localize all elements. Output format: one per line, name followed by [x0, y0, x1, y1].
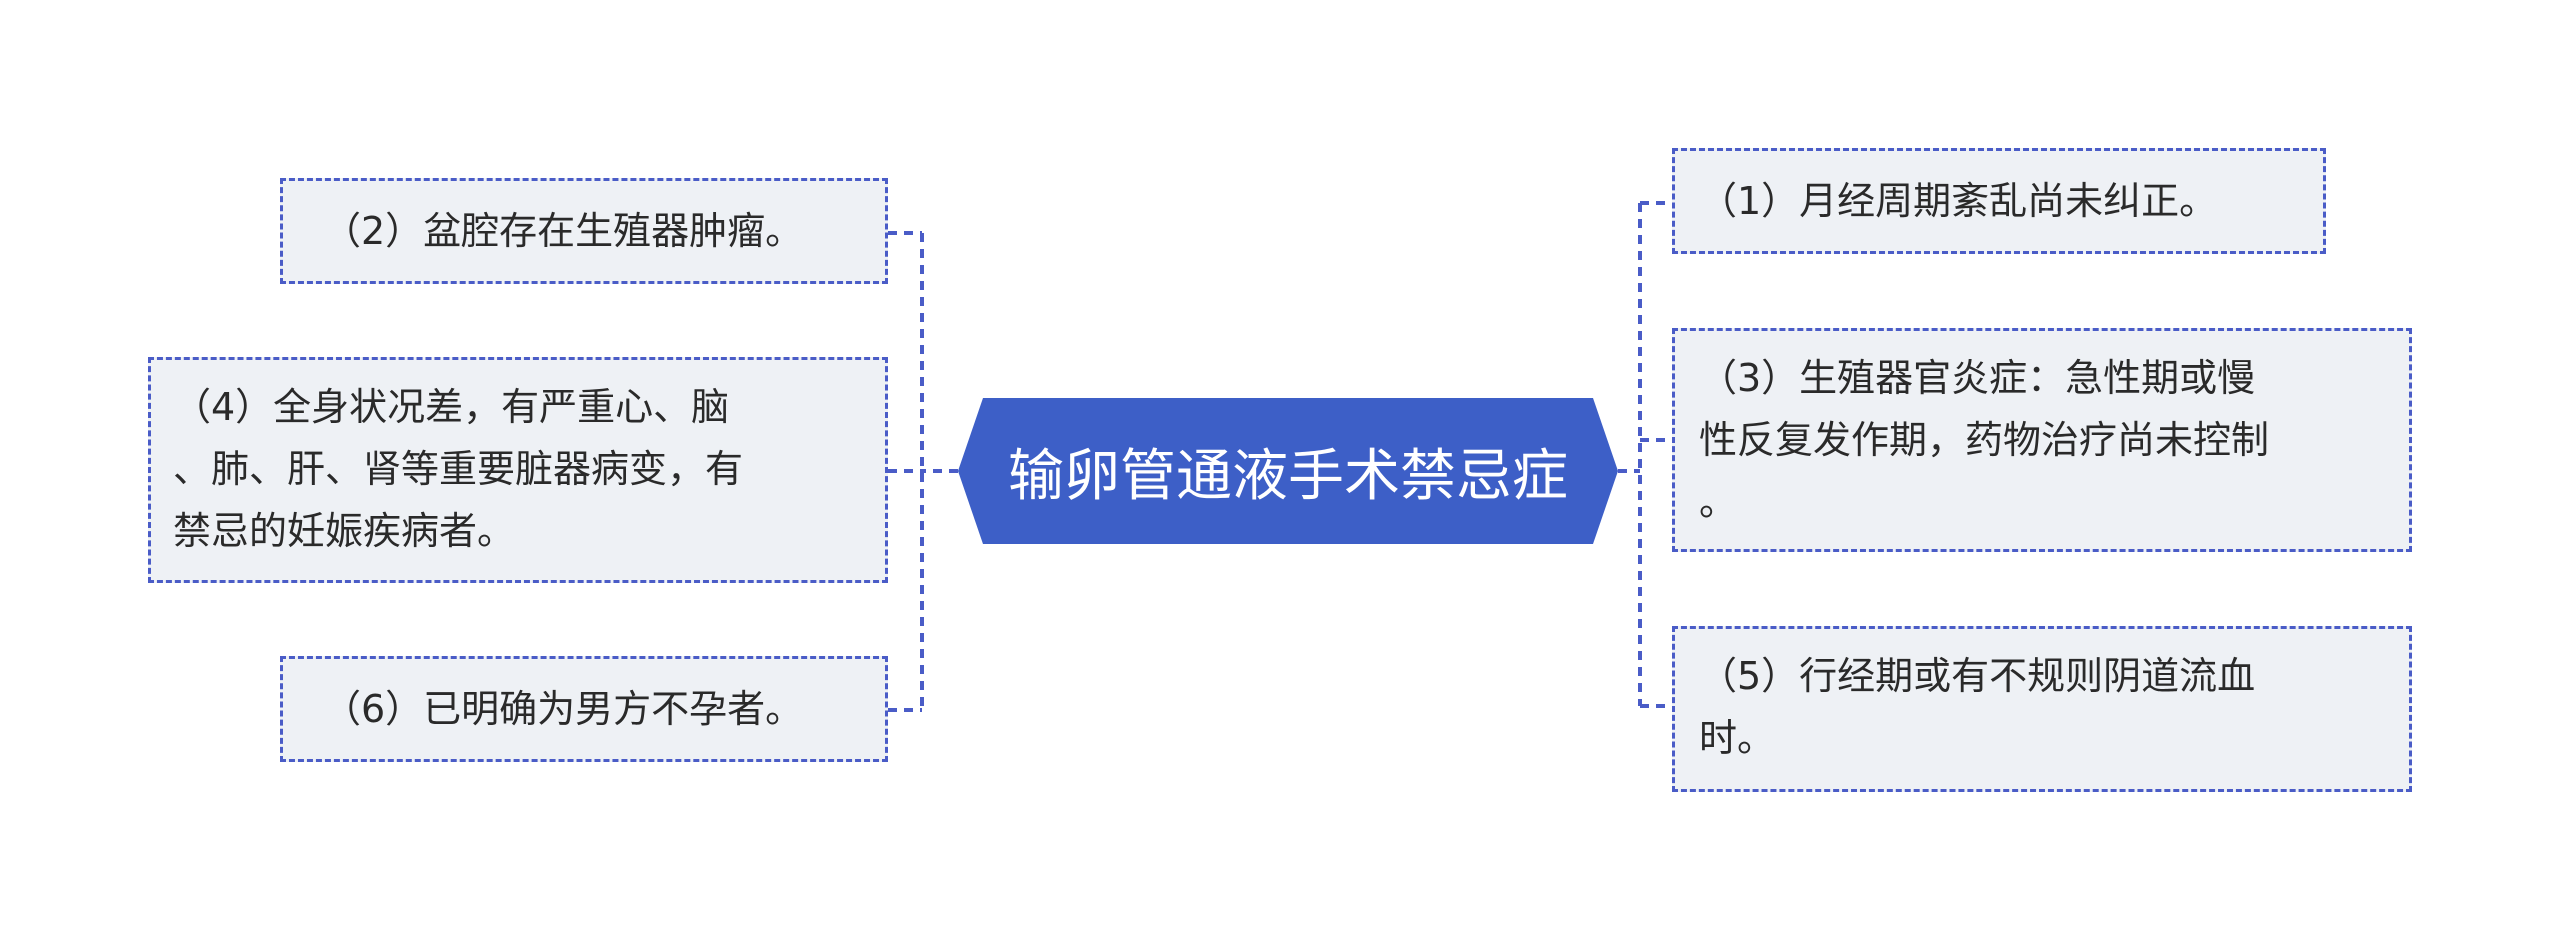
- connector-right-trunk: [1618, 201, 1672, 708]
- topic-node-4[interactable]: （4）全身状况差，有严重心、脑 、肺、肝、肾等重要脏器病变，有 禁忌的妊娠疾病者…: [148, 357, 888, 583]
- topic-node-2-line-1: （2）盆腔存在生殖器肿瘤。: [323, 209, 804, 253]
- topic-node-3-line-1: （3）生殖器官炎症：急性期或慢: [1699, 356, 2256, 400]
- central-topic-label: 输卵管通液手术禁忌症: [1008, 443, 1568, 509]
- topic-node-4-line-1: （4）全身状况差，有严重心、脑: [173, 385, 730, 429]
- topic-node-1[interactable]: （1）月经周期紊乱尚未纠正。: [1672, 148, 2326, 254]
- central-topic[interactable]: 输卵管通液手术禁忌症: [958, 398, 1618, 544]
- topic-node-2[interactable]: （2）盆腔存在生殖器肿瘤。: [280, 178, 888, 284]
- topic-node-5[interactable]: （5）行经期或有不规则阴道流血 时。: [1672, 626, 2412, 792]
- topic-node-5-line-1: （5）行经期或有不规则阴道流血: [1699, 654, 2256, 698]
- topic-node-4-line-3: 禁忌的妊娠疾病者。: [173, 509, 516, 553]
- topic-node-1-line-1: （1）月经周期紊乱尚未纠正。: [1699, 179, 2218, 223]
- topic-node-6-line-1: （6）已明确为男方不孕者。: [323, 687, 804, 731]
- topic-node-4-line-2: 、肺、肝、肾等重要脏器病变，有: [173, 447, 744, 491]
- topic-node-5-line-2: 时。: [1699, 716, 1776, 760]
- topic-node-3-line-3: 。: [1699, 480, 1738, 524]
- topic-node-3[interactable]: （3）生殖器官炎症：急性期或慢 性反复发作期，药物治疗尚未控制 。: [1672, 328, 2412, 552]
- connector-left-trunk: [888, 231, 958, 712]
- topic-node-6[interactable]: （6）已明确为男方不孕者。: [280, 656, 888, 762]
- topic-node-3-line-2: 性反复发作期，药物治疗尚未控制: [1699, 418, 2270, 462]
